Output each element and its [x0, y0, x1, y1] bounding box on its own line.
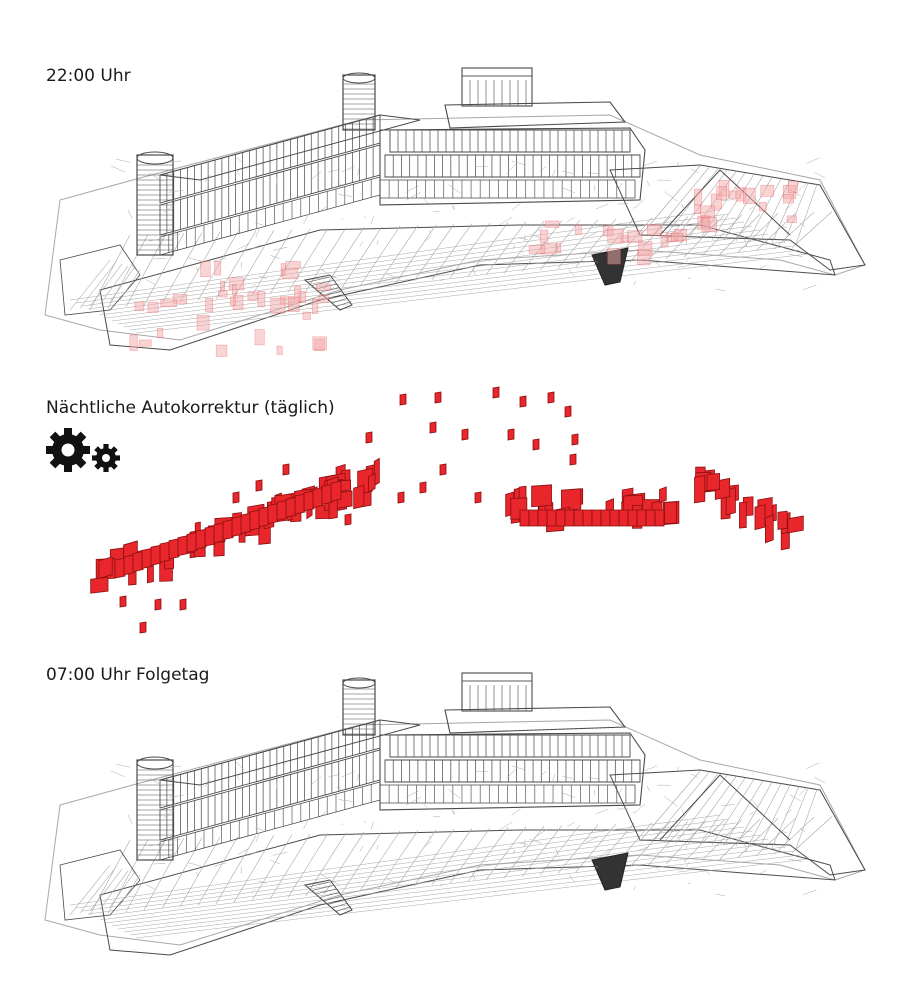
error-element — [547, 391, 555, 404]
building-model-morning — [0, 665, 907, 965]
error-element — [276, 499, 288, 521]
error-element — [195, 528, 207, 550]
error-element — [519, 509, 530, 527]
error-element — [461, 428, 469, 441]
error-element — [255, 479, 263, 492]
error-element — [132, 551, 144, 573]
error-element — [573, 509, 584, 527]
error-highlights-faint — [129, 179, 798, 357]
error-element — [694, 475, 706, 504]
error-element — [98, 556, 113, 580]
gears-icon — [44, 424, 124, 476]
error-element — [609, 509, 620, 527]
error-element — [627, 509, 638, 527]
error-element — [282, 463, 290, 476]
error-elements-cluster — [90, 386, 804, 634]
error-element — [231, 515, 243, 537]
error-element — [258, 506, 270, 528]
error-element — [312, 487, 324, 509]
error-element — [654, 509, 665, 527]
error-element — [285, 496, 297, 518]
error-element — [519, 395, 527, 408]
error-element — [564, 405, 572, 418]
error-element — [787, 515, 804, 534]
error-element — [330, 480, 342, 502]
error-element — [399, 393, 407, 406]
error-element — [213, 522, 225, 544]
error-element — [754, 504, 766, 531]
error-element — [429, 421, 437, 434]
error-element — [303, 490, 315, 512]
error-element — [474, 491, 482, 504]
error-element — [159, 541, 171, 563]
error-element — [232, 491, 240, 504]
error-element — [532, 438, 540, 451]
error-element — [546, 509, 557, 527]
error-element — [739, 501, 747, 529]
error-element — [706, 472, 720, 491]
error-element — [90, 576, 109, 594]
error-element — [561, 488, 582, 511]
error-element — [555, 509, 566, 527]
building-wireframe-evening — [44, 67, 866, 357]
error-element — [368, 472, 376, 493]
error-element — [267, 503, 279, 525]
error-element — [139, 621, 147, 634]
building-wireframe-morning — [44, 672, 866, 956]
error-element — [582, 509, 593, 527]
correction-elements — [0, 385, 907, 635]
error-element — [600, 509, 611, 527]
error-element — [664, 501, 677, 524]
error-element — [492, 386, 500, 399]
error-element — [537, 509, 548, 527]
error-element — [249, 509, 261, 531]
caption-evening: 22:00 Uhr — [46, 66, 131, 86]
error-element — [294, 493, 306, 515]
error-element — [419, 481, 427, 494]
error-element — [591, 509, 602, 527]
error-element — [114, 557, 126, 579]
error-element — [397, 491, 405, 504]
building-geometry — [44, 67, 866, 351]
error-element — [177, 535, 189, 557]
error-element — [150, 544, 162, 566]
error-element — [154, 598, 162, 611]
error-element — [765, 514, 774, 544]
error-element — [179, 598, 187, 611]
error-element — [528, 509, 539, 527]
error-element — [168, 538, 180, 560]
error-element — [240, 512, 252, 534]
error-element — [777, 510, 788, 530]
error-element — [123, 554, 135, 576]
error-element — [353, 484, 365, 510]
error-element — [365, 431, 373, 444]
caption-correction: Nächtliche Autokorrektur (täglich) — [46, 398, 335, 418]
error-element — [571, 433, 579, 446]
building-geometry — [44, 672, 866, 956]
error-element — [659, 486, 667, 504]
error-element — [434, 391, 442, 404]
building-model-evening — [0, 60, 907, 360]
error-element — [321, 483, 333, 505]
error-element — [569, 453, 577, 466]
error-element — [645, 509, 656, 527]
error-element — [564, 509, 575, 527]
caption-morning: 07:00 Uhr Folgetag — [46, 665, 210, 685]
error-element — [186, 531, 198, 553]
error-element — [439, 463, 447, 476]
error-element — [119, 595, 127, 608]
error-element — [204, 525, 216, 547]
error-element — [636, 509, 647, 527]
error-element — [618, 509, 629, 527]
error-element — [507, 428, 515, 441]
error-element — [141, 547, 153, 569]
error-element — [344, 513, 352, 526]
error-element — [531, 484, 552, 508]
error-element — [222, 519, 234, 541]
